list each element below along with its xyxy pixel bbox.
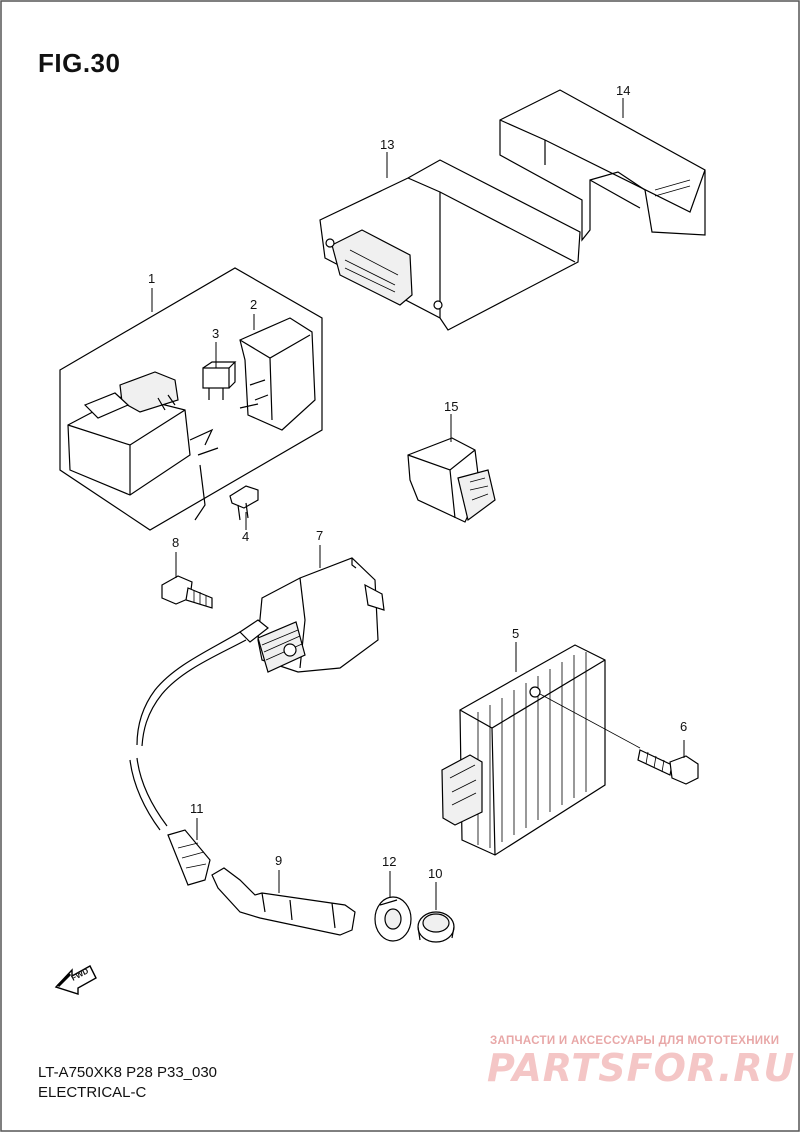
callout-6: 6 <box>680 719 688 734</box>
watermark-logo: PARTSFOR.RU <box>487 1046 796 1090</box>
callout-11: 11 <box>190 801 204 816</box>
regulator-rectifier <box>441 644 641 856</box>
high-tension-lead <box>129 631 247 831</box>
callout-15: 15 <box>444 399 459 414</box>
ecm-unit <box>319 159 581 331</box>
callout-8: 8 <box>172 535 180 550</box>
spark-plug-cap <box>211 867 356 936</box>
callout-10: 10 <box>428 866 443 881</box>
relay-cover-part <box>239 317 316 431</box>
callout-2: 2 <box>250 297 258 312</box>
section-name: ELECTRICAL-C <box>38 1084 147 1101</box>
bolt-part-6 <box>637 749 699 785</box>
ignition-coil <box>239 557 385 673</box>
seal-washer <box>374 896 412 942</box>
callout-5: 5 <box>512 626 520 641</box>
callout-12: 12 <box>382 854 397 869</box>
grommet <box>417 911 455 943</box>
connector-15 <box>407 437 496 523</box>
callout-3: 3 <box>212 326 220 341</box>
callout-7: 7 <box>316 528 324 543</box>
leader-lines <box>151 98 685 910</box>
callout-4: 4 <box>242 529 250 544</box>
ecm-bracket <box>499 89 706 242</box>
callout-14: 14 <box>616 83 631 98</box>
fuse-part <box>202 361 237 400</box>
callout-9: 9 <box>275 853 283 868</box>
callout-13: 13 <box>380 137 395 152</box>
plug-cap-seal <box>167 829 211 886</box>
model-code: LT-A750XK8 P28 P33_030 <box>38 1064 218 1081</box>
starter-relay-assembly <box>59 267 323 531</box>
fwd-arrow-icon <box>54 965 97 995</box>
bolt-part-8 <box>161 575 213 609</box>
watermark-tagline: ЗАПЧАСТИ И АКСЕССУАРЫ ДЛЯ МОТОТЕХНИКИ <box>490 1035 780 1047</box>
figure-title: FIG.30 <box>38 48 121 78</box>
bolt-part-4 <box>229 485 259 521</box>
callout-1: 1 <box>148 271 156 286</box>
